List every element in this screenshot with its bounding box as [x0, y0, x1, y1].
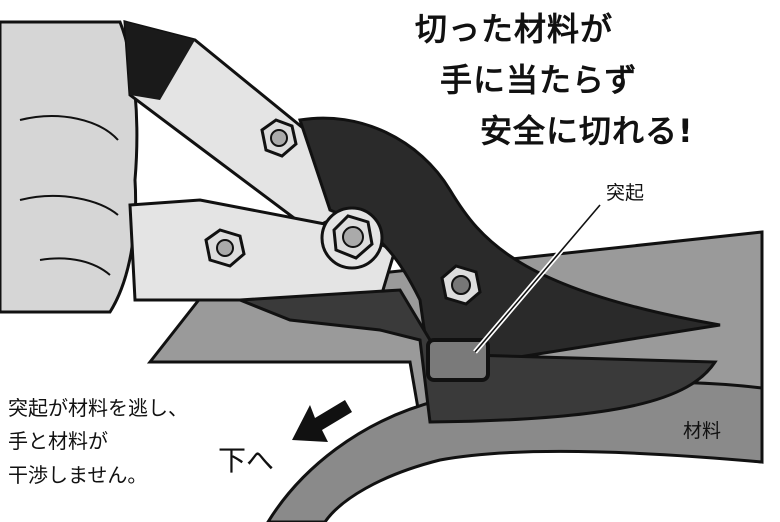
downward-label: 下へ [218, 444, 275, 477]
nut-lower-icon [204, 228, 246, 268]
note-line-3: 干渉しません。 [8, 463, 148, 487]
upper-blade [298, 116, 721, 372]
nut-blade-icon [440, 264, 482, 306]
protrusion [426, 338, 490, 382]
note-line-2: 手と材料が [8, 429, 108, 453]
headline-line-2: 手に当たらず [440, 61, 638, 99]
nut-upper-icon [260, 118, 298, 158]
headline-line-1: 切った材料が [415, 10, 614, 48]
protrusion-label: 突起 [606, 182, 645, 204]
cut-material [266, 380, 764, 522]
hand [0, 20, 139, 314]
down-arrow-icon [292, 400, 352, 442]
material-label: 材料 [683, 420, 722, 442]
nut-pivot-icon [320, 206, 384, 270]
note-line-1: 突起が材料を逃し、 [8, 396, 188, 420]
headline-line-3: 安全に切れる! [480, 112, 694, 150]
